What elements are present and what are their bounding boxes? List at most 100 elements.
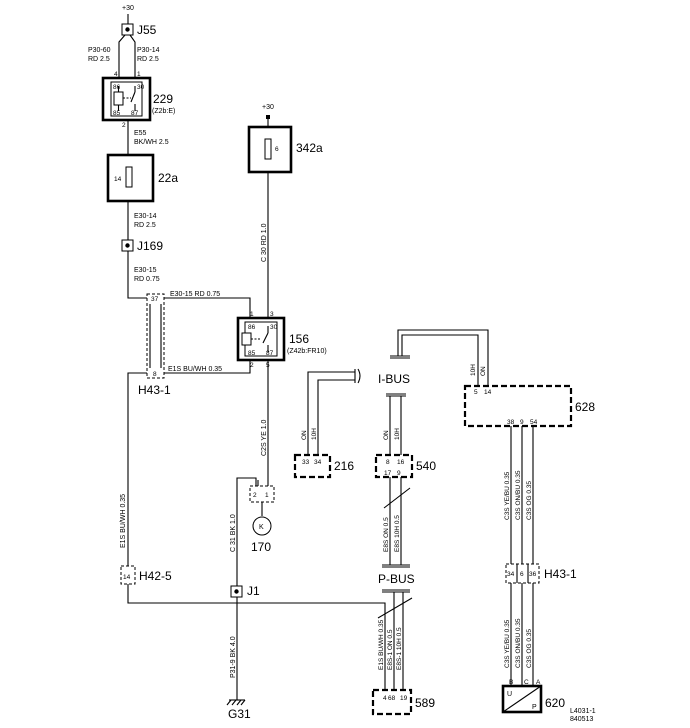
wire-e30-14-spec: RD 2.5 — [134, 222, 156, 229]
fuse22a-value: 14 — [114, 176, 122, 183]
wire-p30-14-spec: RD 2.5 — [137, 56, 159, 63]
wire-p589-a: E1S BU/WH 0.35 — [378, 619, 385, 670]
motor170-pin-1: 1 — [265, 492, 269, 499]
relay156-pin-30: 30 — [270, 324, 278, 331]
footer-code-1: L4031-1 — [570, 708, 596, 715]
relay156-ref: 156 — [289, 332, 309, 346]
connector-h43-1-right: 34 6 36 H43-1 — [505, 563, 577, 584]
c589-ref: 589 — [415, 696, 435, 710]
relay156-pin-86: 86 — [248, 324, 256, 331]
splice-j169: J169 — [121, 239, 163, 253]
c540-pin-8: 8 — [386, 459, 390, 466]
c628-pin-54: 54 — [530, 419, 538, 426]
ibus-label: I-BUS — [378, 372, 410, 386]
h43-right-pin-34: 34 — [507, 571, 515, 578]
supply-342a-label: +30 — [262, 104, 274, 111]
sensor-p-icon: P — [532, 704, 537, 711]
wire-e30-15a-spec: RD 0.75 — [134, 276, 160, 283]
h43-left-pin-8: 8 — [153, 371, 157, 378]
wire-ibus-216-b: 10H — [311, 428, 318, 440]
c628-ref: 628 — [575, 400, 595, 414]
c628-pin-9: 9 — [520, 419, 524, 426]
wire-e55-name: E55 — [134, 130, 147, 137]
h43-left-pin-37: 37 — [151, 296, 159, 303]
wire-p30-60-name: P30-60 — [88, 47, 111, 54]
relay229-ref: 229 — [153, 92, 173, 106]
splice-j169-label: J169 — [137, 239, 163, 253]
wire-p540-b: E8S 10H 0.5 — [394, 515, 401, 552]
c620-ref: 620 — [545, 696, 565, 710]
sensor-620: B C A U P 620 — [501, 679, 565, 714]
relay156-pin-top-right: 3 — [270, 311, 274, 318]
c589-pin-4: 4 — [383, 695, 387, 702]
wire-c31: C 31 BK 1.0 — [230, 514, 237, 552]
motor170-pin-2: 2 — [253, 492, 257, 499]
c628-pin-14: 14 — [484, 389, 492, 396]
wire-ibus-540-b: 10H — [394, 428, 401, 440]
relay-229: 86 30 85 87 229 (Z2b:E) — [101, 76, 175, 122]
wire-c628-b: C3S ON/BU 0.35 — [515, 470, 522, 520]
connector-540: 8 16 17 9 540 — [374, 453, 436, 479]
supply-j55: +30 — [122, 5, 134, 24]
fuse342a-value: 6 — [275, 146, 279, 153]
wire-ibus-628-a: 10H — [470, 364, 477, 376]
relay156-pin-bottom-left: 2 — [250, 362, 254, 369]
motor170-ref: 170 — [251, 540, 271, 554]
wire-c620-a: C3S YE/BU 0.35 — [504, 619, 511, 668]
splice-j55-label: J55 — [137, 23, 157, 37]
c620-pin-a: A — [536, 679, 541, 686]
wire-c2s: C2S YE 1.0 — [261, 419, 268, 456]
wire-e55-spec: BK/WH 2.5 — [134, 139, 169, 146]
wire-c620-b: C3S ON/BU 0.35 — [515, 618, 522, 668]
wire-c620-c: C3S OG 0.35 — [526, 629, 533, 668]
splice-j55: J55 — [121, 23, 157, 37]
footer-code-2: 840513 — [570, 716, 593, 723]
relay229-pin-top-right: 1 — [137, 71, 141, 78]
relay-156: 1 3 86 30 85 87 2 5 156 (Z42b:FR10) — [236, 311, 327, 369]
relay229-pin-86: 86 — [113, 84, 121, 91]
splice-j1-label: J1 — [247, 584, 260, 598]
wire-e30-15b: E30-15 RD 0.75 — [170, 291, 220, 298]
wire-c30: C 30 RD 1.0 — [261, 223, 268, 262]
connector-h43-1-left: 37 8 H43-1 — [138, 293, 171, 397]
wire-p540-a: E8S ON 0.5 — [383, 517, 390, 552]
wire-ibus-540-a: ON — [383, 430, 390, 440]
relay229-pin-top-left: 4 — [114, 71, 118, 78]
h43-right-ref: H43-1 — [544, 567, 577, 581]
connector-589: 4 68 19 589 — [371, 688, 435, 716]
c216-pin-33: 33 — [302, 459, 310, 466]
pbus-label: P-BUS — [378, 572, 415, 586]
c540-pin-9: 9 — [397, 470, 401, 477]
c540-pin-16: 16 — [397, 459, 405, 466]
relay156-pin-87: 87 — [266, 350, 274, 357]
c216-ref: 216 — [334, 459, 354, 473]
c540-pin-17: 17 — [384, 470, 392, 477]
fuse342a-ref: 342a — [296, 141, 323, 155]
h42-5-pin: 14 — [123, 574, 131, 581]
wire-p30-60-spec: RD 2.5 — [88, 56, 110, 63]
c628-pin-5: 5 — [474, 389, 478, 396]
wire-p589-c: E8S-1 10H 0.5 — [396, 627, 403, 670]
relay229-pin-85: 85 — [113, 110, 121, 117]
fuse22a-ref: 22a — [158, 171, 178, 185]
wire-e30-14-name: E30-14 — [134, 213, 157, 220]
supply-label: +30 — [122, 5, 134, 12]
h43-right-pin-6: 6 — [520, 571, 524, 578]
h43-left-ref: H43-1 — [138, 383, 171, 397]
wire-p31: P31-9 BK 4.0 — [230, 636, 237, 678]
splice-j1: J1 — [230, 584, 260, 598]
motor-170: 2 1 K 170 — [249, 480, 275, 554]
wire-e1s-v: E1S BU/WH 0.35 — [120, 494, 127, 548]
connector-628: 5 14 38 9 54 628 — [463, 384, 595, 428]
h43-right-pin-36: 36 — [529, 571, 537, 578]
wire-c628-c: C3S OG 0.35 — [526, 481, 533, 520]
c589-pin-68: 68 — [388, 695, 396, 702]
fuse-22a: 14 22a — [106, 153, 178, 203]
ground-label: G31 — [228, 707, 251, 721]
motor-k-icon: K — [259, 524, 264, 531]
c540-ref: 540 — [416, 459, 436, 473]
connector-h42-5: 14 H42-5 — [120, 565, 172, 585]
relay229-pin-bottom: 2 — [122, 122, 126, 129]
c620-pin-b: B — [509, 679, 513, 686]
